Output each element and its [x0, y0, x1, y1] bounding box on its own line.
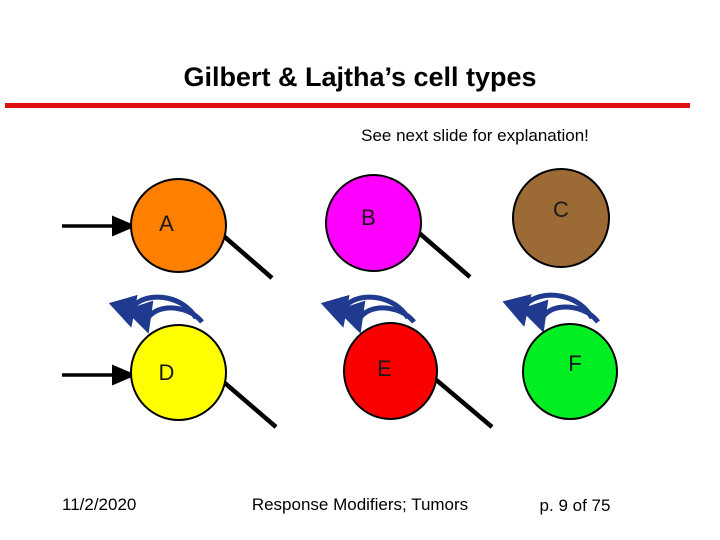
- cell-node-d-label: D: [158, 359, 175, 385]
- outflow-line-d: [217, 376, 278, 429]
- cell-node-a-label: A: [159, 210, 174, 236]
- subtitle-text: See next slide for explanation!: [361, 126, 589, 145]
- footer-page-number: p. 9 of 75: [539, 496, 611, 515]
- cell-node-f[interactable]: F: [522, 323, 618, 420]
- outflow-line-b: [416, 230, 472, 279]
- cell-node-b-label: B: [361, 205, 376, 230]
- cell-node-c-label: C: [553, 197, 569, 222]
- page-title: Gilbert & Lajtha’s cell types: [183, 62, 537, 92]
- cell-node-d[interactable]: D: [130, 324, 227, 421]
- recycle-arc-d-inner: [124, 300, 204, 334]
- cell-node-b[interactable]: B: [325, 174, 422, 272]
- title-divider: [5, 103, 690, 108]
- outflow-line-a: [217, 230, 274, 280]
- cell-node-f-label: F: [568, 350, 582, 376]
- footer-center-text: Response Modifiers; Tumors: [251, 495, 469, 514]
- footer-date: 11/2/2020: [62, 495, 137, 514]
- recycle-arc-f-inner: [519, 299, 600, 333]
- cell-node-e-label: E: [377, 356, 392, 381]
- cell-node-e[interactable]: E: [343, 322, 438, 420]
- outflow-line-e: [432, 376, 494, 429]
- cell-node-c[interactable]: C: [512, 168, 610, 268]
- recycle-arc-e-inner: [336, 300, 416, 334]
- cell-node-a[interactable]: A: [130, 178, 227, 273]
